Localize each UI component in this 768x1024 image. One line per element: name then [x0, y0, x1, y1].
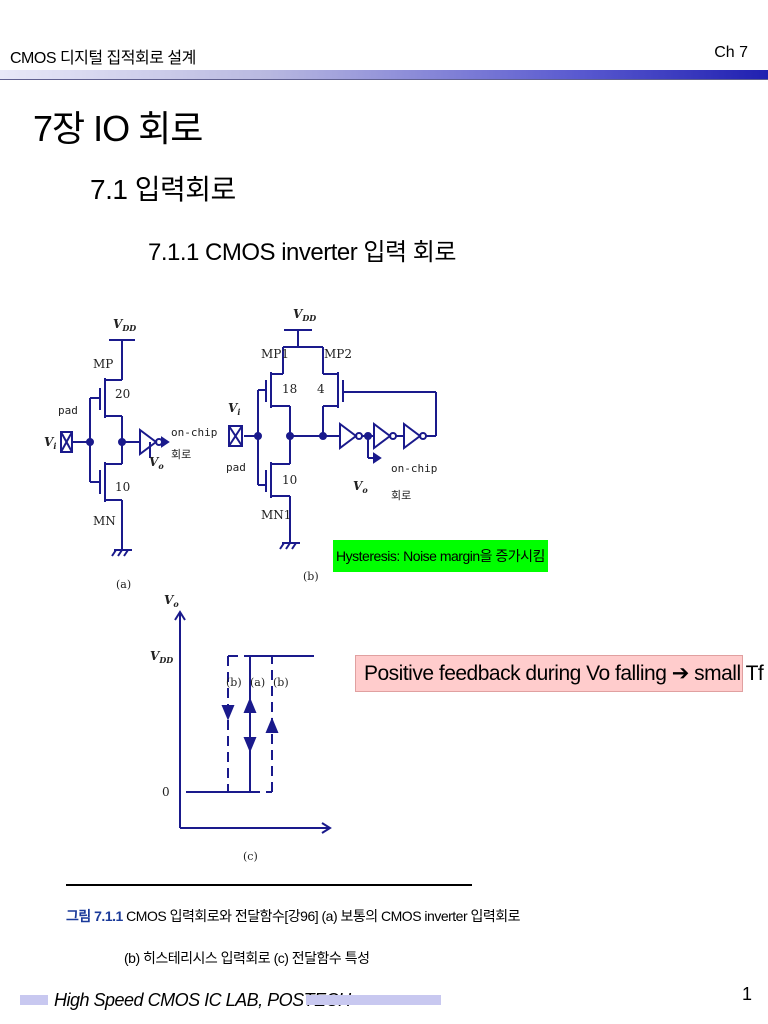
a-mn-label: MN: [93, 514, 116, 528]
b-vdd-sub: DD: [301, 313, 316, 323]
b-vi-sub: i: [237, 407, 240, 417]
caption-rule: [66, 884, 472, 886]
a-vdd-label: V: [113, 317, 124, 331]
svg-text:Vo: Vo: [149, 455, 164, 471]
c-curve-b-left: (b): [226, 676, 242, 689]
a-vo-label: V: [149, 455, 160, 469]
chapter-title: 7장 IO 회로: [33, 108, 203, 149]
c-curve-a: (a): [250, 676, 265, 689]
a-onchip-label: on-chip: [171, 426, 217, 439]
b-figure-label: (b): [303, 570, 319, 583]
page-number: 1: [741, 984, 752, 1004]
b-mp2-label: MP2: [324, 347, 352, 361]
b-circuit-label: 회로: [391, 489, 411, 502]
b-vo-label: V: [353, 479, 364, 493]
c-zero-label: 0: [162, 785, 170, 799]
c-curve-b-right: (b): [273, 676, 289, 689]
b-vo-sub: o: [362, 485, 368, 495]
a-pad-label: pad: [58, 404, 78, 417]
c-yaxis-sub: o: [173, 599, 179, 609]
svg-text:Vo: Vo: [164, 593, 179, 609]
header-gradient-bar: [0, 70, 768, 79]
b-mn1-label: MN1: [261, 508, 291, 522]
a-vi-label: V: [44, 435, 55, 449]
b-vi-label: V: [228, 401, 239, 415]
a-vo-sub: o: [158, 461, 164, 471]
footer-bar-left: [20, 995, 48, 1005]
a-vi-sub: i: [53, 441, 56, 451]
b-onchip-label: on-chip: [391, 462, 437, 475]
section-title: 7.1 입력회로: [90, 174, 236, 205]
caption-line-1: 그림 7.1.1 CMOS 입력회로와 전달함수[강96] (a) 보통의 CM…: [66, 906, 521, 926]
a-mn-width: 10: [115, 480, 130, 494]
subsection-title: 7.1.1 CMOS inverter 입력 회로: [148, 239, 456, 266]
svg-text:Vi: Vi: [44, 435, 56, 451]
a-vdd-sub: DD: [121, 323, 136, 333]
b-pad-label: pad: [226, 461, 246, 474]
svg-text:Vi: Vi: [228, 401, 240, 417]
footer-lab-name: High Speed CMOS IC LAB, POSTECH: [54, 990, 351, 1010]
b-mp1-label: MP1: [261, 347, 289, 361]
footer-bar-right: [306, 995, 441, 1005]
a-figure-label: (a): [116, 578, 131, 591]
c-vdd-sub: DD: [158, 655, 173, 665]
header-divider: [0, 79, 768, 80]
svg-text:VDD: VDD: [150, 649, 173, 665]
course-title: CMOS 디지털 집적회로 설계: [10, 50, 196, 67]
b-mp2-width: 4: [317, 382, 325, 396]
b-vdd-label: V: [293, 307, 304, 321]
b-mp1-width: 18: [282, 382, 297, 396]
chapter-label: Ch 7: [714, 44, 748, 61]
caption-text-1: CMOS 입력회로와 전달함수[강96] (a) 보통의 CMOS invert…: [122, 908, 521, 924]
svg-text:Vo: Vo: [353, 479, 368, 495]
svg-text:VDD: VDD: [293, 307, 316, 323]
b-mn1-width: 10: [282, 473, 297, 487]
c-vdd-label: V: [150, 649, 161, 663]
caption-label: 그림 7.1.1: [66, 908, 123, 924]
c-figure-label: (c): [243, 850, 258, 863]
transfer-plot-c: [174, 610, 332, 834]
a-mp-label: MP: [93, 357, 113, 371]
feedback-note: Positive feedback during Vo falling ➔ sm…: [355, 655, 764, 692]
caption-line-2: (b) 히스테리시스 입력회로 (c) 전달함수 특성: [124, 950, 370, 966]
a-circuit-label: 회로: [171, 448, 191, 461]
svg-text:VDD: VDD: [113, 317, 136, 333]
c-yaxis-label: V: [164, 593, 175, 607]
hysteresis-note: Hysteresis: Noise margin을 증가시킴: [333, 540, 548, 572]
a-mp-width: 20: [115, 387, 130, 401]
